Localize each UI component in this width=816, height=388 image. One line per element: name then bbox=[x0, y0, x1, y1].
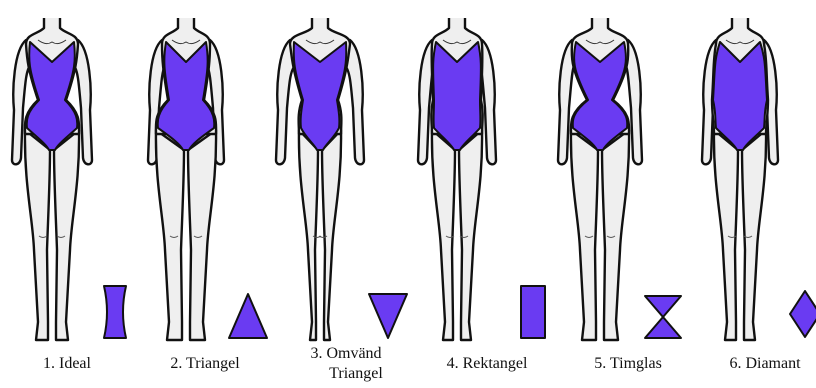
knee-line bbox=[319, 236, 327, 238]
figure-1 bbox=[12, 18, 92, 340]
label-rektangel: 4. Rektangel bbox=[432, 355, 542, 373]
figure-3 bbox=[276, 18, 364, 340]
inverted-triangle-icon bbox=[369, 294, 407, 338]
triangle-icon bbox=[229, 294, 267, 338]
label-omvand: 3. Omvänd bbox=[296, 345, 396, 363]
label-ideal: 1. Ideal bbox=[22, 355, 112, 373]
right-leg bbox=[322, 130, 341, 340]
diamond-icon bbox=[790, 291, 816, 337]
left-leg bbox=[571, 130, 598, 340]
right-leg bbox=[54, 130, 79, 340]
left-leg bbox=[25, 130, 50, 340]
hourglass-icon bbox=[645, 296, 681, 338]
label-timglas: 5. Timglas bbox=[578, 355, 678, 373]
left-leg bbox=[299, 130, 318, 340]
label-triangel: 2. Triangel bbox=[150, 355, 260, 373]
label-triangel-2: Triangel bbox=[306, 365, 406, 383]
right-leg bbox=[602, 130, 629, 340]
figure-4 bbox=[418, 18, 496, 340]
figure-6 bbox=[702, 18, 778, 340]
left-leg bbox=[714, 130, 738, 340]
right-leg bbox=[188, 130, 216, 340]
figure-5 bbox=[558, 18, 642, 340]
label-diamant: 6. Diamant bbox=[715, 355, 815, 373]
hourglass-rectangle-icon bbox=[104, 286, 126, 338]
right-leg bbox=[742, 130, 766, 340]
figure-2 bbox=[148, 18, 224, 340]
left-leg bbox=[432, 130, 455, 340]
right-leg bbox=[459, 130, 482, 340]
left-leg bbox=[156, 130, 184, 340]
rectangle-icon bbox=[521, 286, 545, 338]
